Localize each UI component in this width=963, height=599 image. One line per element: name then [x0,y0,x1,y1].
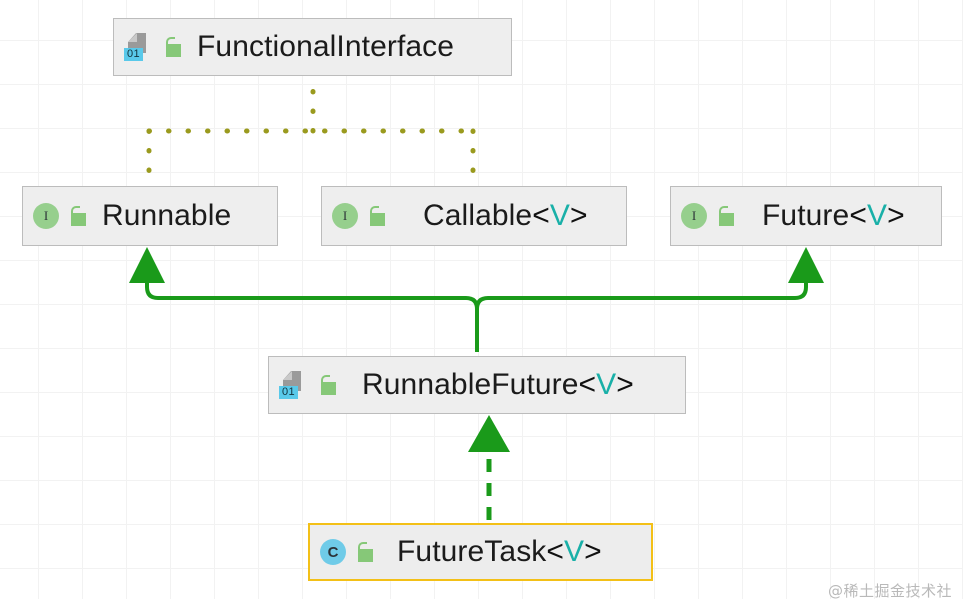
annotation-01-icon: 01 [279,371,309,399]
arrowhead-runnable [129,247,165,283]
arrowhead-future [788,247,824,283]
interface-icon: I [681,203,707,229]
interface-icon-letter: I [33,203,59,229]
edge-realization-group [468,415,510,520]
interface-icon: I [332,203,358,229]
annotation-01-icon: 01 [124,33,154,61]
watermark: @稀土掘金技术社 [828,582,953,599]
node-runnable[interactable]: I Runnable [22,186,278,246]
node-label-callable: Callable<V> [423,199,588,232]
unlocked-padlock-icon [716,205,736,227]
unlocked-padlock-icon [68,205,88,227]
node-label-functional-interface: FunctionalInterface [197,30,455,63]
unlocked-padlock-icon [355,541,375,563]
unlocked-padlock-icon [318,374,338,396]
edge-annotation-group [146,79,476,183]
edge-runnablefuture-to-runnable [145,262,479,352]
class-icon: C [320,539,346,565]
interface-icon-letter: I [332,203,358,229]
node-label-future: Future<V> [762,199,905,232]
edge-runnablefuture-to-future [475,262,808,352]
arrowhead-runnablefuture [468,415,510,452]
node-future-task[interactable]: C FutureTask<V> [308,523,653,581]
node-future[interactable]: I Future<V> [670,186,942,246]
node-runnable-future[interactable]: 01 RunnableFuture<V> [268,356,686,414]
node-label-future-task: FutureTask<V> [397,535,602,568]
edge-inheritance-group [129,247,824,352]
interface-icon: I [33,203,59,229]
unlocked-padlock-icon [163,36,183,58]
node-label-runnable-future: RunnableFuture<V> [362,368,634,401]
annotation-badge-label: 01 [279,386,299,399]
node-label-runnable: Runnable [102,199,232,232]
annotation-badge-label: 01 [124,48,144,61]
interface-icon-letter: I [681,203,707,229]
unlocked-padlock-icon [367,205,387,227]
node-callable[interactable]: I Callable<V> [321,186,627,246]
node-functional-interface[interactable]: 01 FunctionalInterface [113,18,512,76]
class-icon-letter: C [320,539,346,565]
